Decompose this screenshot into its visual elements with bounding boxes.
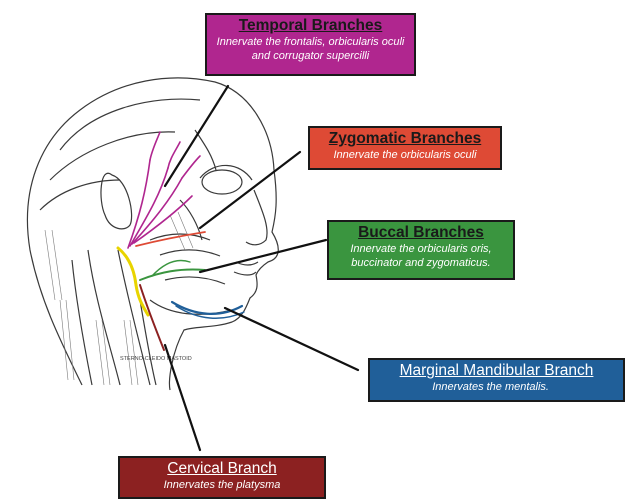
nerve-trunk bbox=[118, 248, 136, 285]
cervical-branch-box: Cervical Branch Innervates the platysma bbox=[118, 456, 326, 499]
cervical-branch-line bbox=[140, 285, 164, 350]
neck-muscle-label: STERNO-CLEIDO MASTOID bbox=[120, 356, 192, 362]
buccal-branches-desc: Innervate the orbicularis oris, buccinat… bbox=[329, 242, 513, 270]
marginal-mandibular-branch-desc: Innervates the mentalis. bbox=[370, 380, 623, 394]
zygomatic-leader-line bbox=[200, 152, 300, 228]
zygomatic-branches-box: Zygomatic Branches Innervate the orbicul… bbox=[308, 126, 502, 170]
buccal-branches-box: Buccal Branches Innervate the orbiculari… bbox=[327, 220, 515, 280]
buccal-branches-title: Buccal Branches bbox=[329, 224, 513, 242]
temporal-leader-line bbox=[165, 86, 228, 186]
zygomatic-branches-title: Zygomatic Branches bbox=[310, 130, 500, 148]
head-outline bbox=[27, 78, 278, 390]
marginal-mandibular-branch-box: Marginal Mandibular Branch Innervates th… bbox=[368, 358, 625, 402]
ear-shape bbox=[101, 173, 132, 229]
cervical-branch-desc: Innervates the platysma bbox=[120, 478, 324, 492]
temporal-branches-title: Temporal Branches bbox=[207, 17, 414, 35]
zygomatic-branches-desc: Innervate the orbicularis oculi bbox=[310, 148, 500, 162]
marginal-leader-line bbox=[225, 308, 358, 370]
marginal-mandibular-branch-title: Marginal Mandibular Branch bbox=[370, 362, 623, 380]
eye-shape bbox=[202, 170, 242, 194]
temporal-branches-desc: Innervate the frontalis, orbicularis ocu… bbox=[207, 35, 414, 63]
cervical-branch-title: Cervical Branch bbox=[120, 460, 324, 478]
temporal-branches-box: Temporal Branches Innervate the frontali… bbox=[205, 13, 416, 76]
